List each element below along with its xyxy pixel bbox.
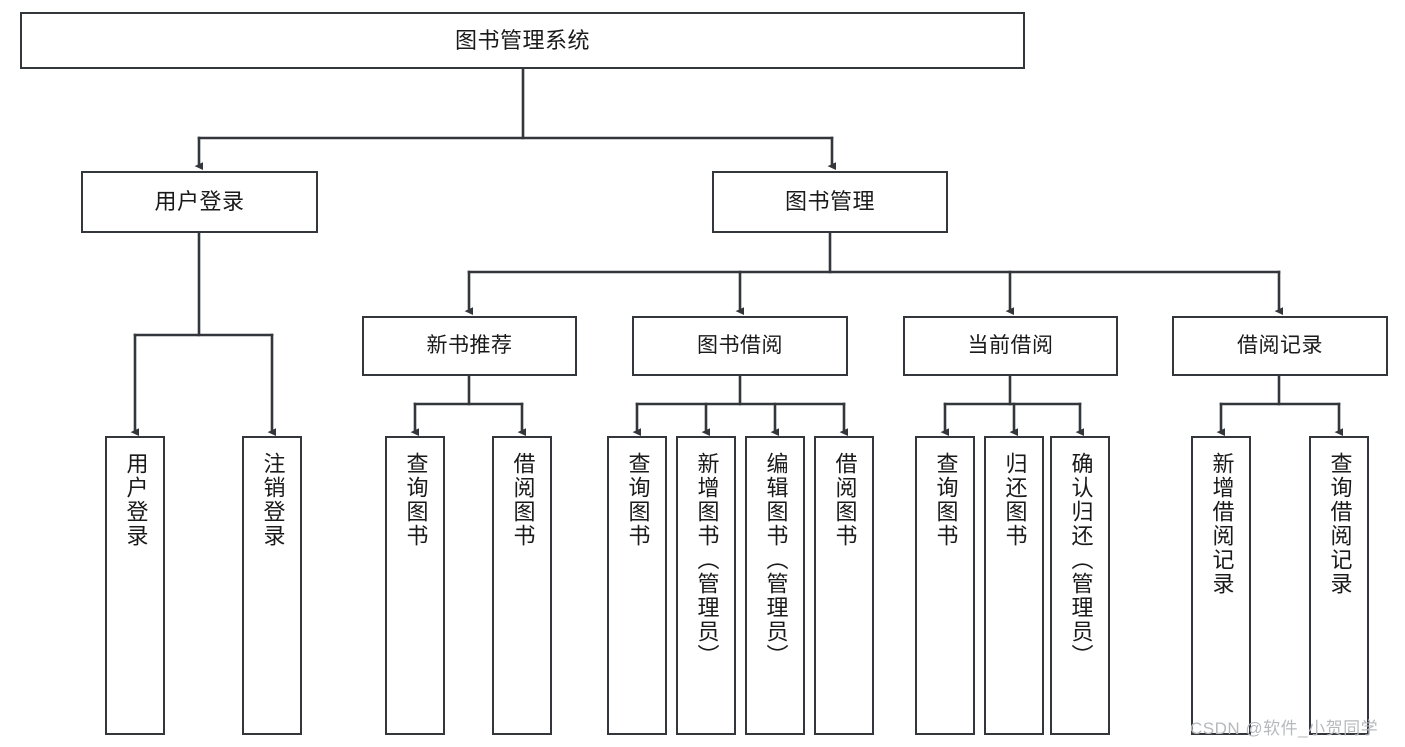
node-leaf-recommend-query-book[interactable]: 查询图书	[385, 436, 445, 735]
node-leaf-recommend-borrow-book[interactable]: 借阅图书	[492, 436, 552, 735]
node-label: 用户登录	[154, 189, 245, 215]
node-leaf-borrow-edit-book[interactable]: 编辑图书（管理员）	[745, 436, 805, 735]
node-leaf-record-query[interactable]: 查询借阅记录	[1309, 436, 1369, 735]
node-root-book-management-system[interactable]: 图书管理系统	[20, 12, 1025, 69]
node-leaf-borrow-lend-book[interactable]: 借阅图书	[814, 436, 874, 735]
node-label: 图书借阅	[697, 333, 783, 357]
node-label: 注销登录	[260, 452, 286, 548]
node-label: 图书管理系统	[454, 27, 590, 53]
node-current-borrow[interactable]: 当前借阅	[903, 316, 1118, 376]
node-book-borrow[interactable]: 图书借阅	[632, 316, 848, 376]
node-leaf-borrow-add-book[interactable]: 新增图书（管理员）	[676, 436, 736, 735]
node-label: 借阅图书	[832, 452, 858, 548]
node-label: 查询图书	[625, 452, 651, 548]
node-label: 借阅记录	[1237, 333, 1323, 357]
node-label: 用户登录	[123, 452, 149, 548]
node-borrow-record[interactable]: 借阅记录	[1172, 316, 1388, 376]
node-leaf-logout[interactable]: 注销登录	[242, 436, 302, 735]
csdn-watermark: CSDN @软件_小贺同学	[1190, 719, 1379, 738]
node-label: 新增借阅记录	[1209, 452, 1235, 596]
node-label: 图书管理	[784, 189, 875, 215]
node-label: 当前借阅	[967, 333, 1054, 357]
node-leaf-user-login[interactable]: 用户登录	[105, 436, 165, 735]
node-leaf-current-query-book[interactable]: 查询图书	[915, 436, 975, 735]
node-label: 查询借阅记录	[1327, 452, 1353, 596]
node-label: 新增图书（管理员）	[694, 452, 720, 668]
node-leaf-record-add[interactable]: 新增借阅记录	[1191, 436, 1251, 735]
node-new-book-recommend[interactable]: 新书推荐	[362, 316, 577, 376]
node-label: 查询图书	[933, 452, 959, 548]
node-label: 归还图书	[1002, 452, 1028, 548]
node-label: 查询图书	[403, 452, 429, 548]
node-user-login[interactable]: 用户登录	[81, 171, 318, 233]
node-label: 新书推荐	[426, 333, 513, 357]
node-leaf-borrow-query-book[interactable]: 查询图书	[607, 436, 667, 735]
node-label: 编辑图书（管理员）	[763, 452, 789, 668]
node-label: 借阅图书	[510, 452, 536, 548]
node-book-management[interactable]: 图书管理	[712, 171, 948, 233]
node-leaf-current-confirm-return[interactable]: 确认归还（管理员）	[1050, 436, 1110, 735]
node-leaf-current-return-book[interactable]: 归还图书	[984, 436, 1044, 735]
node-label: 确认归还（管理员）	[1068, 452, 1094, 668]
